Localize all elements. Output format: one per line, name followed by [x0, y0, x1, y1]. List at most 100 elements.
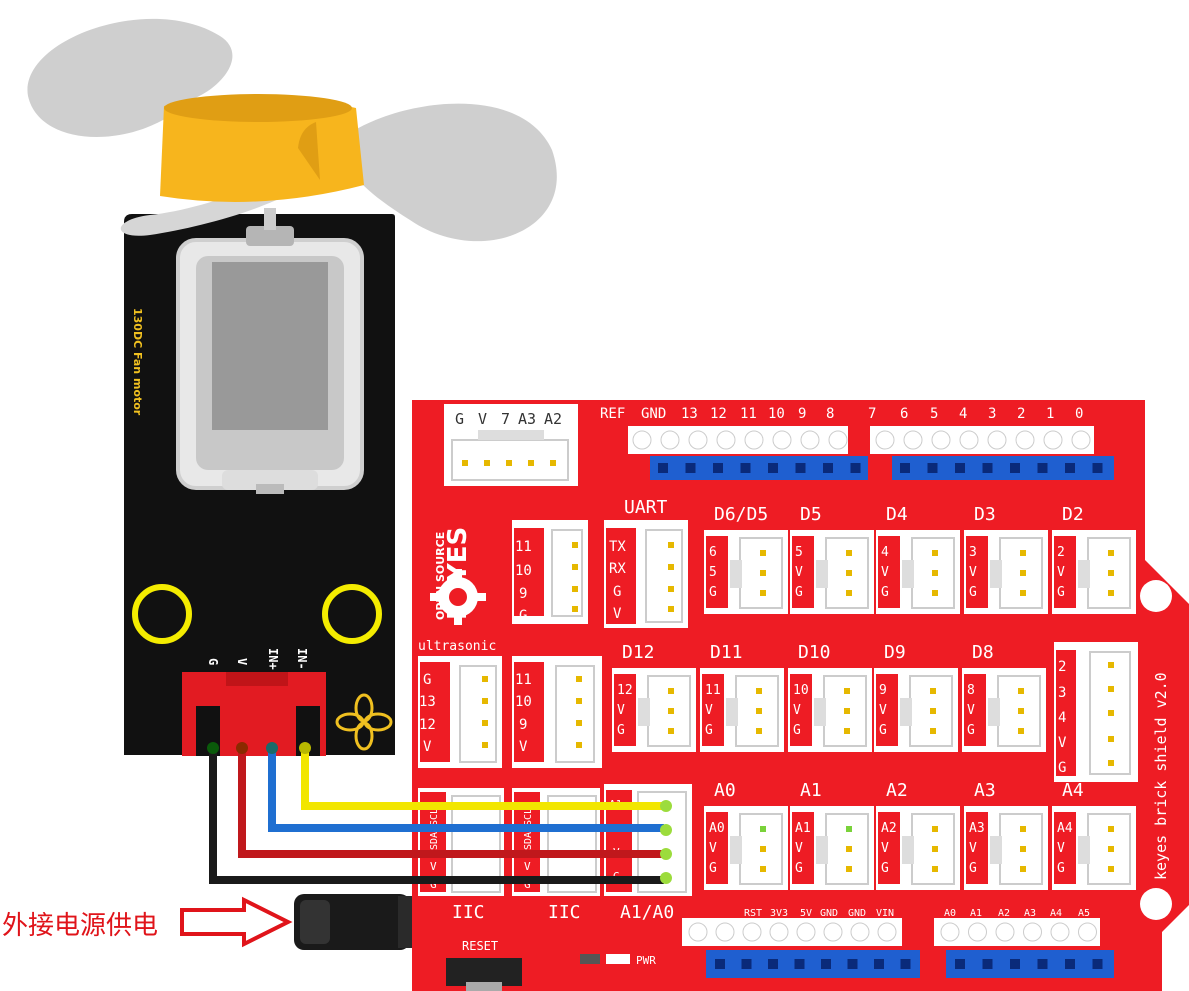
- header-pin: [955, 463, 965, 473]
- header-hole: [1078, 922, 1097, 942]
- header-label: 12: [710, 406, 727, 422]
- shield-version: keyes brick shield v2.0: [1152, 672, 1170, 880]
- header-hole: [823, 922, 843, 942]
- external-power-label: 外接电源供电: [2, 911, 158, 941]
- pin-label: V: [705, 703, 713, 718]
- pin-label: V: [969, 841, 977, 856]
- header-pin: [927, 463, 938, 473]
- pin-label: 9: [519, 586, 527, 602]
- header-hole: [688, 430, 708, 450]
- header-hole: [772, 430, 792, 450]
- header-pin: [768, 959, 778, 969]
- module-title: A2: [886, 780, 908, 801]
- pwr-led: [580, 954, 600, 964]
- header-label: GND: [848, 908, 866, 919]
- pin-label: A2: [881, 821, 897, 836]
- header-hole: [968, 922, 987, 942]
- pin-label: V: [967, 703, 975, 718]
- header-pin: [740, 463, 751, 473]
- pin-label: 12: [419, 717, 436, 733]
- header-pin: [823, 463, 833, 473]
- header-label: 5: [930, 406, 938, 422]
- module-title: D8: [972, 642, 994, 663]
- pin-label: 8: [967, 683, 975, 698]
- top-connector-pin: A3: [518, 410, 536, 428]
- pin-label: G: [881, 585, 889, 600]
- header-hole: [959, 430, 979, 450]
- mounting-hole: [132, 584, 192, 644]
- uart-title: UART: [624, 497, 668, 518]
- header-label: 11: [740, 406, 757, 422]
- header-label: REF: [600, 406, 625, 422]
- header-pin: [713, 463, 723, 473]
- header-label: A2: [998, 908, 1010, 919]
- module-title: D12: [622, 642, 655, 663]
- pin-label: 10: [793, 683, 809, 698]
- ultrasonic-title: ultrasonic: [418, 639, 496, 654]
- module-title: D3: [974, 504, 996, 525]
- module-title: D5: [800, 504, 822, 525]
- header-label: 5V: [800, 908, 812, 919]
- header-pin: [794, 959, 805, 969]
- header-label: 8: [826, 406, 834, 422]
- pin-label: G: [795, 585, 803, 600]
- header-hole: [995, 922, 1015, 942]
- pin-label: V: [1057, 841, 1065, 856]
- wire-blue: [268, 748, 664, 832]
- header-label: A4: [1050, 908, 1062, 919]
- pin-label: G: [519, 608, 527, 624]
- pin-label: G: [613, 584, 621, 600]
- module-title: D2: [1062, 504, 1084, 525]
- reset-button[interactable]: [446, 958, 522, 991]
- pin-label: G: [969, 861, 977, 876]
- header-hole: [1071, 430, 1091, 450]
- wire-end: [236, 742, 248, 754]
- header-pin: [982, 959, 993, 969]
- header-pin: [741, 959, 752, 969]
- module-title: A3: [974, 780, 996, 801]
- pin-label: 5: [709, 565, 717, 580]
- pin-label: G: [705, 723, 713, 738]
- pin-label: G: [709, 585, 717, 600]
- header-pin: [1065, 959, 1075, 969]
- pin-label: SDA: [523, 832, 534, 850]
- arrow-icon: [180, 896, 293, 948]
- pin-label: V: [879, 703, 887, 718]
- fan-pin-label: V: [235, 658, 249, 665]
- pin-label: 6: [709, 545, 717, 560]
- pin-label: 9: [879, 683, 887, 698]
- header-label: GND: [641, 406, 666, 422]
- header-pin: [821, 959, 831, 969]
- header-hole: [715, 922, 735, 942]
- header-pin: [847, 959, 858, 969]
- bottom-header-right-labels: A0 A1 A2 A3 A4 A5: [944, 908, 1090, 919]
- header-label: 1: [1046, 406, 1054, 422]
- top-connector-pin: G: [455, 410, 464, 428]
- wires: [207, 742, 672, 884]
- mounting-hole: [1140, 888, 1172, 920]
- header-hole: [877, 922, 897, 942]
- module-title: D9: [884, 642, 906, 663]
- pin-label: G: [617, 723, 625, 738]
- header-hole: [875, 430, 895, 450]
- header-label: 2: [1017, 406, 1025, 422]
- header-hole: [1015, 430, 1035, 450]
- pin-label: G: [881, 861, 889, 876]
- header-hole: [903, 430, 923, 450]
- wire-end: [660, 848, 672, 860]
- pin-label: 2: [1057, 545, 1065, 560]
- header-hole: [850, 922, 870, 942]
- header-hole: [632, 430, 652, 450]
- wire-end: [299, 742, 311, 754]
- header-label: 3: [988, 406, 996, 422]
- header-pin: [874, 959, 884, 969]
- dc-motor: [176, 208, 364, 494]
- pin-label: V: [969, 565, 977, 580]
- fan-board-label: 130DC Fan motor: [131, 308, 144, 416]
